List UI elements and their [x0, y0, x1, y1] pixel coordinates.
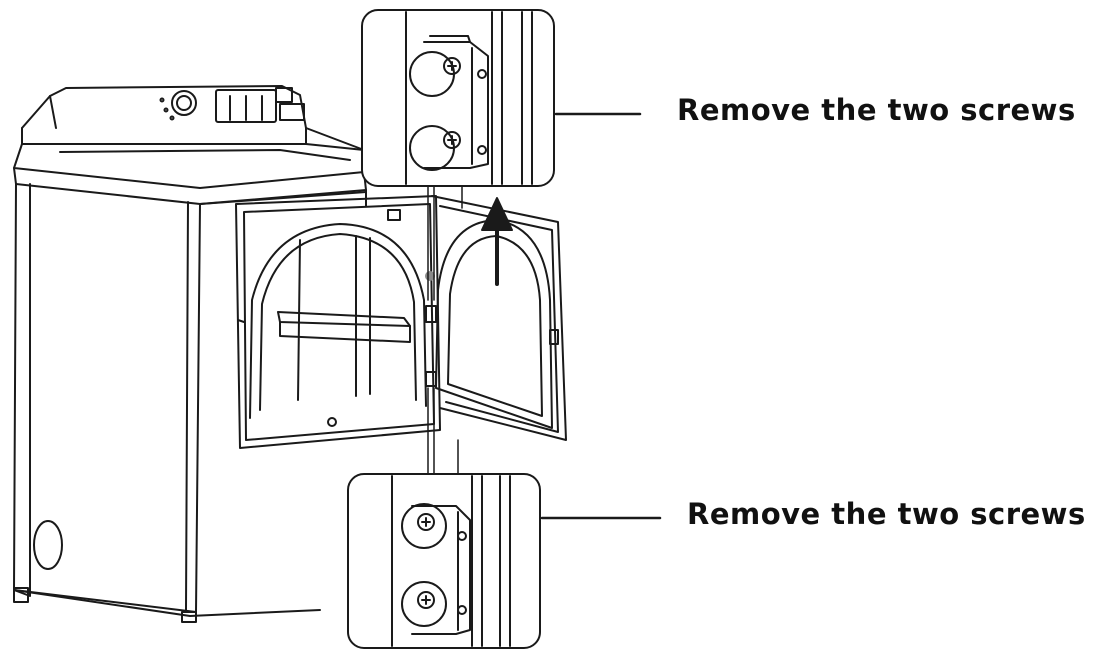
dryer-cabinet — [13, 85, 367, 623]
bottom-callout-label: Remove the two screws — [687, 497, 1086, 531]
lift-door-arrow-icon — [481, 197, 513, 286]
bottom-hinge-inset — [347, 473, 541, 649]
hinge-guide-lines — [427, 185, 463, 475]
control-panel — [159, 87, 305, 123]
door-opening — [235, 195, 441, 449]
top-hinge-inset — [361, 9, 555, 187]
top-callout-label: Remove the two screws — [677, 93, 1076, 127]
